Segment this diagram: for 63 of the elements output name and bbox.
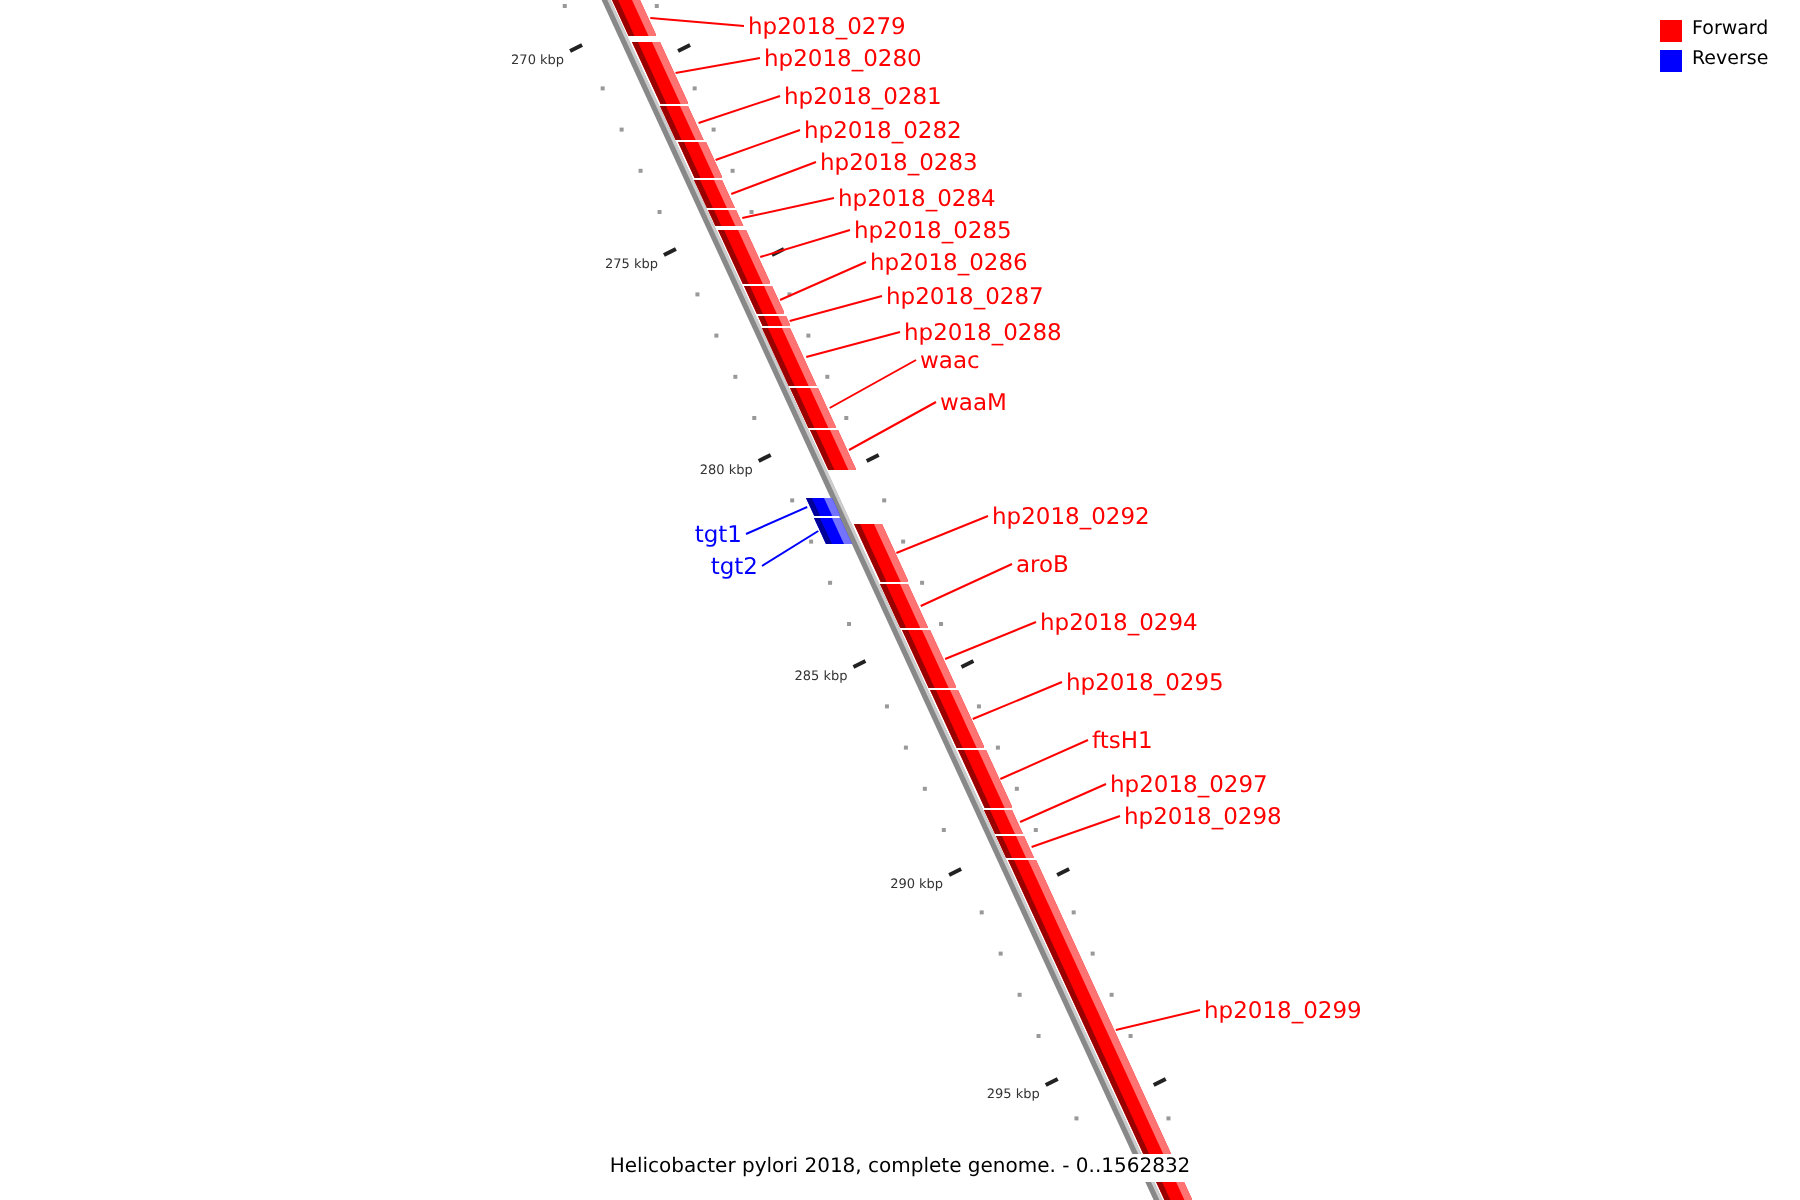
leader-line (919, 563, 1013, 607)
leader-line (649, 17, 745, 27)
gene-label: waac (920, 344, 980, 376)
gene-label: hp2018_0280 (764, 42, 922, 74)
leader-line (779, 261, 867, 301)
gene-block (809, 430, 857, 470)
leader-line (805, 331, 901, 358)
gene-label: hp2018_0295 (1066, 666, 1224, 698)
gene-block (631, 42, 688, 104)
leader-line (971, 681, 1063, 720)
gene-block (880, 584, 929, 628)
leader-line (714, 129, 801, 161)
gene-block (708, 210, 744, 226)
gene-block (612, 0, 657, 36)
gene-label: hp2018_0298 (1124, 800, 1282, 832)
leader-line (895, 515, 989, 554)
gene-label: hp2018_0287 (886, 280, 1044, 312)
leader-line (1030, 815, 1121, 848)
gene-label: hp2018_0288 (904, 316, 1062, 348)
gene-block (814, 518, 853, 544)
leader-line (697, 95, 781, 124)
legend-label: Forward (1692, 18, 1771, 42)
gene-block (790, 388, 837, 428)
leader-line (788, 295, 883, 322)
gene-block (660, 106, 705, 140)
gene-label: ftsH1 (1092, 724, 1153, 756)
leader-line (730, 161, 817, 195)
gene-label: hp2018_0294 (1040, 606, 1198, 638)
caption: Helicobacter pylori 2018, complete genome. - 0..1562832 (605, 1154, 1195, 1182)
gene-block (757, 316, 790, 326)
leader-line (944, 621, 1037, 660)
leader-line (741, 197, 835, 219)
leader-line (828, 359, 917, 409)
gene-block (901, 630, 957, 688)
gene-label: hp2018_0297 (1110, 768, 1268, 800)
leader-line (1019, 783, 1107, 823)
gene-block (677, 142, 722, 178)
gene-label: hp2018_0279 (748, 10, 906, 42)
gene-label: waaM (940, 386, 1007, 418)
gene-block (929, 690, 985, 748)
leader-line (674, 57, 761, 74)
gene-label: tgt2 (710, 550, 758, 582)
gene-label: hp2018_0282 (804, 114, 962, 146)
gene-label: hp2018_0283 (820, 146, 978, 178)
gene-label: aroB (1016, 548, 1069, 580)
gene-label: hp2018_0292 (992, 500, 1150, 532)
leader-line (761, 530, 820, 567)
gene-label: hp2018_0286 (870, 246, 1028, 278)
leader-line (745, 506, 809, 535)
leader-line (759, 229, 851, 258)
gene-label: hp2018_0285 (854, 214, 1012, 246)
legend-label: Reverse (1692, 48, 1771, 72)
leader-line (999, 739, 1089, 780)
gene-block (984, 810, 1024, 834)
gene-label: hp2018_0284 (838, 182, 996, 214)
leader-line (1114, 1009, 1201, 1031)
gene-label: tgt1 (694, 518, 742, 550)
leader-line (848, 401, 937, 451)
gene-block (996, 836, 1035, 858)
gene-label: hp2018_0281 (784, 80, 942, 112)
gene-label: hp2018_0299 (1204, 994, 1362, 1026)
gene-block (805, 498, 840, 516)
gene-block (853, 524, 908, 582)
